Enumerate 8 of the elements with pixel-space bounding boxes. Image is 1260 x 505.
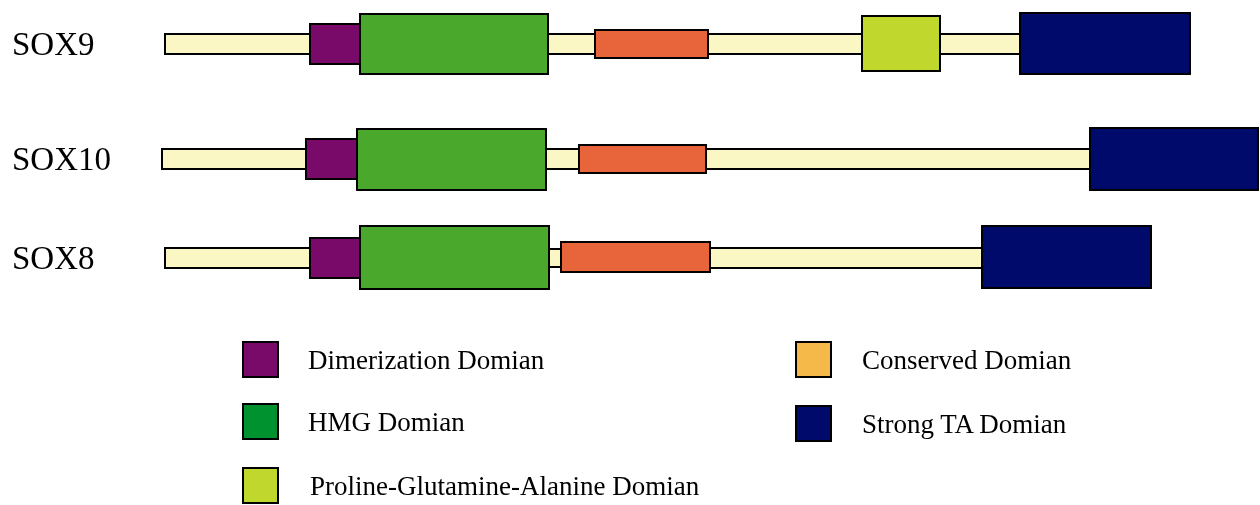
protein-name: SOX9 <box>12 26 95 62</box>
legend-label: Dimerization Domian <box>308 345 545 375</box>
legend-label: Strong TA Domian <box>862 409 1067 439</box>
protein-name: SOX8 <box>12 240 95 276</box>
legend-label: Proline-Glutamine-Alanine Domian <box>310 471 700 501</box>
protein-name: SOX10 <box>12 141 112 177</box>
legend-label: HMG Domian <box>308 407 465 437</box>
legend-label: Conserved Domian <box>862 345 1072 375</box>
